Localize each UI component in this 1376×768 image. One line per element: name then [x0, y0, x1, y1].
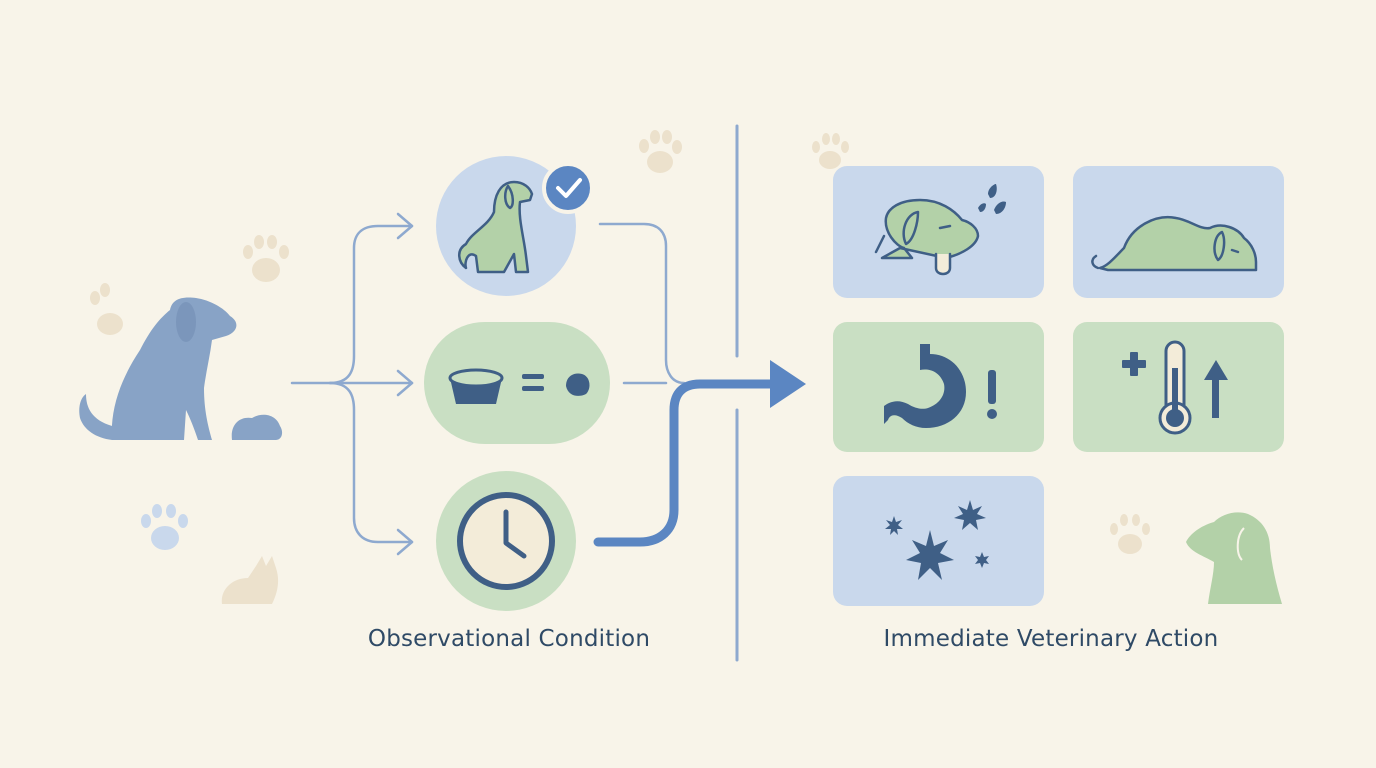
thermometer-icon [1158, 340, 1192, 435]
symptom-tile-fever [1073, 322, 1284, 452]
observational-condition-label: Observational Condition [367, 626, 651, 652]
clock-icon [457, 492, 555, 590]
sitting-dog-icon [458, 180, 534, 274]
plus-icon [1122, 352, 1146, 376]
equals-icon [522, 374, 544, 391]
symptom-tile-allergy [833, 476, 1044, 606]
panting-dog-icon [874, 198, 980, 276]
paw-print-icon [1110, 514, 1150, 554]
paw-print-icon [243, 235, 289, 282]
paw-print-icon [90, 283, 123, 335]
symptom-tile-stomach [833, 322, 1044, 452]
food-bowl-icon [448, 368, 504, 404]
paw-print-icon [141, 504, 188, 550]
arrow-up-icon [1204, 360, 1228, 418]
condition-alert-dog [436, 156, 594, 296]
exclamation-icon [987, 370, 997, 419]
checkmark-badge-icon [542, 162, 594, 214]
condition-food-bowl-equals [424, 322, 610, 444]
sparkles-icon [885, 500, 989, 580]
sweat-drops-icon [978, 184, 1006, 214]
escalation-arrow [593, 360, 806, 547]
stomach-icon [884, 344, 966, 428]
paw-print-icon [639, 130, 682, 173]
immediate-veterinary-action-label: Immediate Veterinary Action [883, 626, 1219, 652]
lying-dog-icon [1091, 216, 1258, 272]
sitting-dog-icon [79, 297, 283, 440]
condition-elapsed-time [436, 471, 576, 611]
dog-ear-icon [1236, 527, 1245, 561]
condition-branch-lines [290, 212, 686, 556]
paw-print-icon [812, 133, 849, 169]
cat-silhouette-icon [221, 556, 279, 604]
stool-icon [566, 373, 590, 396]
symptom-tile-lethargy [1073, 166, 1284, 298]
symptom-tile-drooling [833, 166, 1044, 298]
dog-head-silhouette-icon [1186, 512, 1282, 604]
